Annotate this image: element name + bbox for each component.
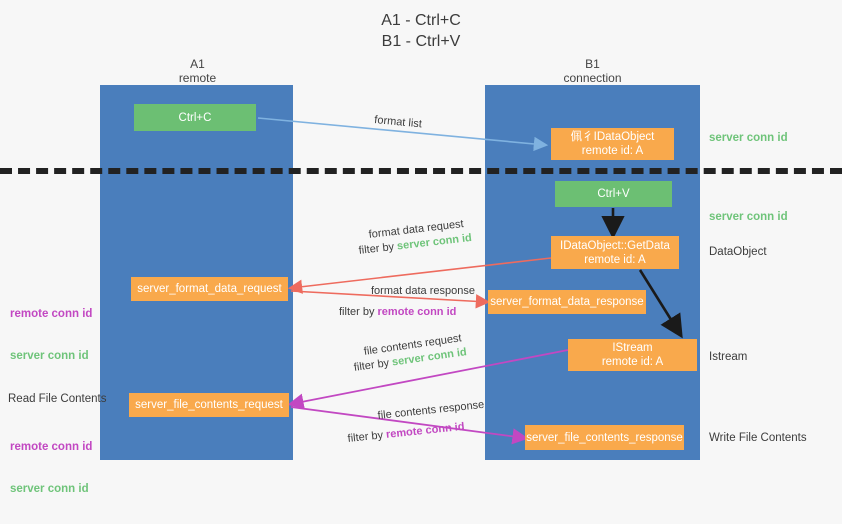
phase-divider [0,168,842,174]
label-server-conn-id-1: server conn id [10,350,89,362]
diagram-canvas: A1 - Ctrl+C B1 - Ctrl+V A1 remote B1 con… [0,12,842,495]
lane-header-b1: B1 connection [563,57,622,85]
page-title: A1 - Ctrl+C B1 - Ctrl+V [381,12,461,50]
lane-header-a1: A1 remote [178,57,217,85]
label-server-conn-id-second: server conn id [709,211,788,223]
box-server-format-data-response[interactable]: server_format_data_response [488,290,646,314]
box-server-file-contents-request[interactable]: server_file_contents_request [129,393,289,417]
label-remote-conn-id-2: remote conn id [10,441,93,453]
box-ctrl-c[interactable]: Ctrl+C [134,104,256,131]
label-istream: Istream [709,351,748,363]
arrow-label-format-data-response: format data response [371,285,475,297]
box-server-file-contents-response[interactable]: server_file_contents_response [525,425,684,450]
filter-by-text: filter by [347,428,387,445]
box-ctrl-v[interactable]: Ctrl+V [555,181,672,207]
label-write-file-contents: Write File Contents [709,432,807,444]
arrow-layer [257,117,683,445]
box-idataobject-getdata[interactable]: IDataObject::GetData remote id: A [551,236,679,269]
arrow-label-filter-by-remote-conn-id-format: filter by remote conn id [339,305,456,320]
filter-by-text: filter by [353,356,393,374]
box-istream[interactable]: IStream remote id: A [568,339,697,371]
filter-by-text: filter by [358,240,398,257]
label-server-conn-id-2: server conn id [10,483,89,495]
filter-by-text: filter by [339,306,378,318]
label-server-conn-id-top: server conn id [709,132,788,144]
box-server-format-data-request[interactable]: server_format_data_request [131,277,288,301]
label-dataobject: DataObject [709,246,767,258]
box-idataobject[interactable]: 佩彳IDataObject remote id: A [551,128,674,160]
label-remote-conn-id-1: remote conn id [10,308,93,320]
remote-conn-id-emphasis: remote conn id [377,306,457,318]
label-read-file-contents: Read File Contents [8,393,107,405]
